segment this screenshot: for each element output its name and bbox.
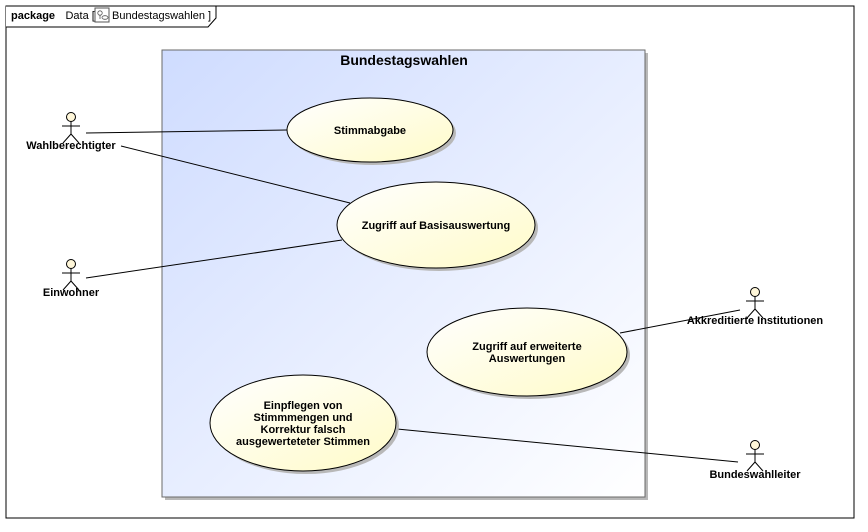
- association-wahlberechtigter-stimmabgabe: [85, 129, 288, 134]
- use-case-label: Zugriff auf erweiterte: [472, 341, 581, 353]
- association-einwohner-basis: [85, 239, 343, 279]
- system-title: Bundestagswahlen: [340, 52, 468, 68]
- actor-stick-figure-icon: [62, 259, 80, 291]
- actor-label: Bundeswahlleiter: [709, 469, 801, 481]
- use-case-label: Einpflegen von: [264, 400, 343, 412]
- actor-akkreditierte[interactable]: Akkreditierte Institutionen: [687, 287, 824, 328]
- frame-keyword: package: [11, 10, 55, 22]
- use-case-label: Korrektur falsch: [261, 424, 346, 436]
- use-case-label: ausgewerteteter Stimmen: [236, 436, 370, 448]
- use-case-ellipse: [426, 307, 628, 397]
- association-wahlberechtigter-basis: [120, 145, 351, 204]
- use-case-label: Zugriff auf Basisauswertung: [362, 220, 511, 232]
- associations: [85, 129, 741, 463]
- use-case-label: Stimmabgabe: [334, 125, 406, 137]
- actor-label: Akkreditierte Institutionen: [687, 315, 824, 327]
- frame-prefix: Data [: [65, 10, 94, 22]
- actor-einwohner[interactable]: Einwohner: [43, 259, 100, 300]
- actor-stick-figure-icon: [746, 440, 764, 472]
- actor-bundeswahlleiter[interactable]: Bundeswahlleiter: [709, 440, 801, 482]
- use-case-basis[interactable]: Zugriff auf Basisauswertung: [336, 181, 538, 271]
- use-case-label: Auswertungen: [489, 353, 566, 365]
- use-case-label: Stimmmengen und: [253, 412, 352, 424]
- association-bundeswahlleiter-einpflegen: [396, 428, 739, 463]
- actor-label: Wahlberechtigter: [26, 140, 116, 152]
- use-case-ellipse: [209, 374, 397, 472]
- actor-stick-figure-icon: [62, 112, 80, 144]
- association-akkreditierte-erweitert: [619, 309, 741, 334]
- actor-wahlberechtigter[interactable]: Wahlberechtigter: [26, 112, 116, 153]
- use-case-ellipse: [286, 97, 454, 163]
- use-case-ellipse: [336, 181, 536, 269]
- frame-header: package Data [: [11, 6, 95, 23]
- actor-stick-figure-icon: [746, 287, 764, 319]
- use-case-stimmabgabe[interactable]: Stimmabgabe: [286, 97, 456, 165]
- frame-name: Bundestagswahlen: [112, 10, 205, 22]
- frame-suffix: ]: [208, 10, 211, 22]
- actor-label: Einwohner: [43, 287, 100, 299]
- package-frame-tab: [6, 5, 217, 28]
- diagram-icon: [94, 7, 110, 23]
